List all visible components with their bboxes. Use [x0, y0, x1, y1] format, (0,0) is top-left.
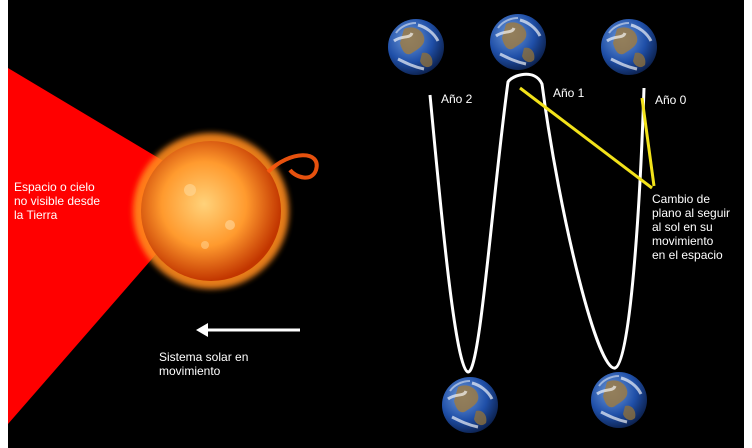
year-2-label: Año 2	[441, 92, 473, 106]
earth-globe-icon	[599, 17, 659, 77]
blind-zone-label: Espacio o cielo no visible desde la Tier…	[14, 180, 101, 222]
sun-icon	[133, 133, 319, 289]
earth-globe-icon	[488, 12, 548, 72]
plane-change-line-1	[519, 86, 653, 190]
orbit-path	[428, 72, 646, 374]
earth-globe-icon	[386, 17, 446, 77]
earth-globe-icon	[440, 375, 500, 435]
year-0-label: Año 0	[655, 93, 687, 107]
blind-zone-cone	[8, 68, 212, 424]
year-1-label: Año 1	[553, 86, 585, 100]
earth-globe-icon	[589, 370, 649, 430]
solar-motion-label: Sistema solar en movimiento	[159, 350, 249, 378]
arrow-left-icon	[196, 323, 300, 337]
plane-change-line-2	[640, 97, 656, 187]
plane-change-label: Cambio de plano al seguir al sol en su m…	[652, 192, 731, 262]
